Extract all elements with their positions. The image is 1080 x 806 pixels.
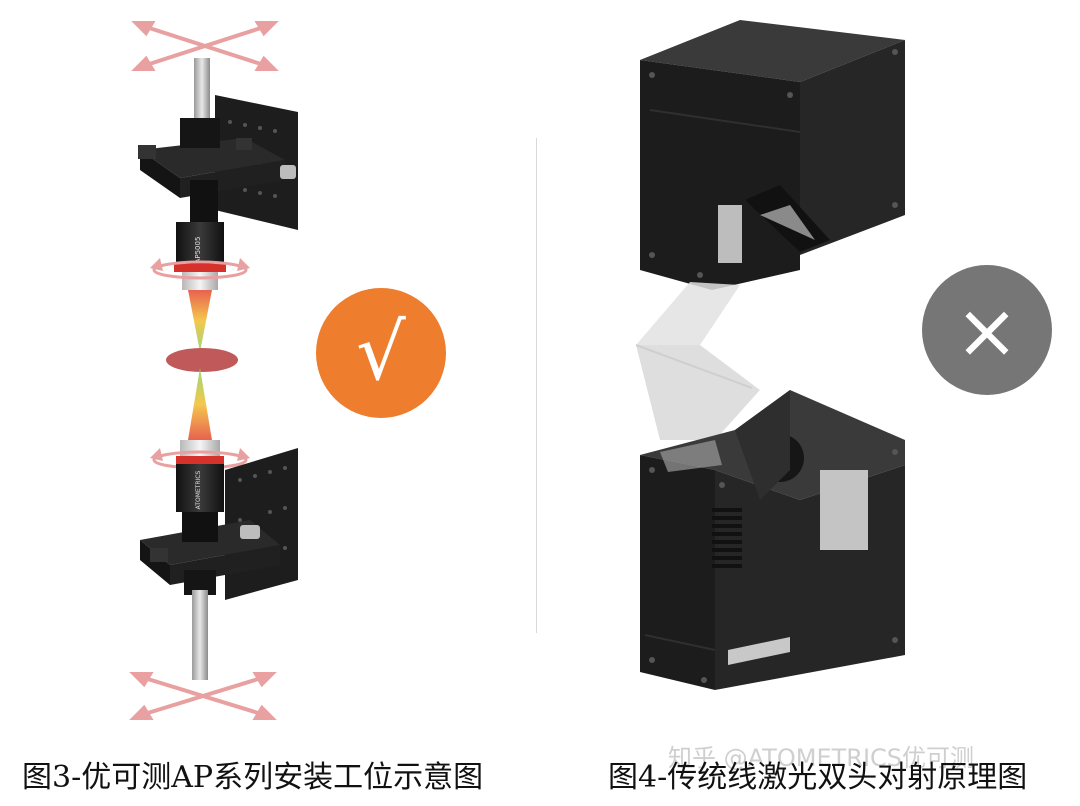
lower-mount (140, 448, 298, 600)
lower-lens-label: ATOMETRICS (195, 471, 202, 510)
cross-icon: × (955, 285, 1019, 375)
target-disk (166, 348, 238, 372)
check-icon: √ (356, 308, 406, 398)
watermark: 知乎 @ATOMETRICS优可测 (668, 744, 975, 772)
laser-sheet (636, 282, 740, 345)
rotation-arrow-icon (150, 258, 250, 271)
caption-left: 图3-优可测AP系列安装工位示意图 (22, 760, 484, 795)
caption-right: 图4-传统线激光双头对射原理图 (608, 760, 1028, 795)
wrong-badge: × (922, 265, 1052, 395)
ap-installation-illustration: AP5005 ATOMETRICS (0, 0, 535, 740)
laser-beam-lower (188, 368, 212, 440)
correct-badge: √ (316, 288, 446, 418)
move-arrows-icon (131, 21, 279, 71)
lower-laser-head (640, 390, 905, 690)
move-arrows-icon (129, 672, 277, 720)
upper-laser-head (640, 20, 905, 290)
rotation-arrow-icon (150, 448, 250, 461)
laser-sheet (636, 345, 760, 440)
upper-lens-label: AP5005 (194, 237, 202, 264)
panel-divider (536, 138, 537, 633)
laser-beam-upper (188, 290, 212, 352)
dual-head-laser-illustration (540, 0, 1080, 740)
upper-mount (138, 95, 298, 230)
